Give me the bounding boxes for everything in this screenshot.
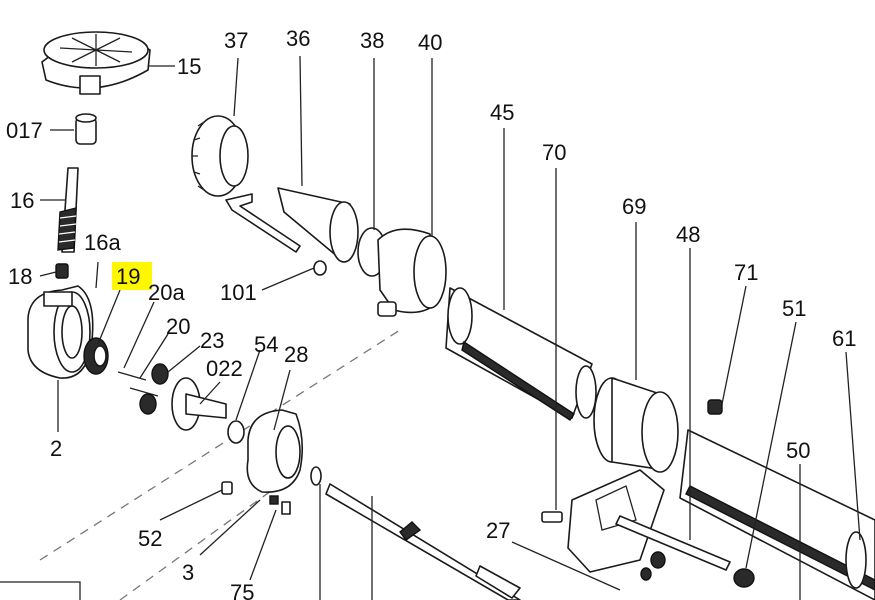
highlight-19 — [112, 262, 152, 290]
label-2: 2 — [50, 436, 62, 461]
part-28-flange — [246, 409, 304, 493]
part-16-worm-shaft — [57, 167, 79, 253]
label-45: 45 — [490, 100, 514, 125]
label-69: 69 — [622, 194, 646, 219]
label-52: 52 — [138, 526, 162, 551]
assembly-axis-line-2 — [119, 469, 301, 600]
part-2-housing — [27, 285, 94, 379]
assembly-axis-line — [39, 329, 401, 561]
part-71-nut — [707, 399, 723, 415]
label-70: 70 — [542, 140, 566, 165]
part-23-bearings — [139, 363, 169, 415]
part-19-gear — [83, 337, 109, 375]
label-27: 27 — [486, 518, 510, 543]
part-101-pin — [225, 193, 327, 276]
part-48-rod — [615, 515, 731, 571]
part-18-nut — [55, 263, 69, 279]
label-36: 36 — [286, 26, 310, 51]
part-27-shaft — [310, 466, 521, 600]
part-017-sleeve — [75, 113, 97, 145]
part-37-gear — [191, 115, 249, 197]
part-75-screw — [269, 495, 291, 515]
part-54-o-ring — [227, 420, 245, 444]
label-51: 51 — [782, 296, 806, 321]
label-40: 40 — [418, 30, 442, 55]
label-37: 37 — [224, 28, 248, 53]
part-51-nut — [733, 568, 755, 588]
label-017: 017 — [6, 118, 43, 143]
label-28: 28 — [284, 342, 308, 367]
label-71: 71 — [734, 260, 758, 285]
label-022: 022 — [206, 356, 243, 381]
label-61: 61 — [832, 326, 856, 351]
leader-lines — [39, 55, 861, 600]
label-48: 48 — [676, 222, 700, 247]
label-54: 54 — [254, 332, 278, 357]
part-61-tube — [679, 429, 875, 600]
label-15: 15 — [177, 54, 201, 79]
part-36-cone — [277, 187, 359, 263]
label-101: 101 — [220, 280, 257, 305]
label-75: 75 — [230, 580, 254, 600]
label-3: 3 — [182, 560, 194, 585]
label-18: 18 — [8, 264, 32, 289]
frame-corner — [0, 581, 81, 600]
part-70-bolt — [541, 511, 563, 523]
part-15-lid — [41, 31, 151, 95]
label-20: 20 — [166, 314, 190, 339]
part-40-nut — [377, 228, 447, 317]
part-69-collar — [593, 377, 679, 473]
part-52-screw — [221, 481, 233, 495]
label-16: 16 — [10, 188, 34, 213]
part-20-pins — [117, 371, 159, 397]
label-38: 38 — [360, 28, 384, 53]
part-small-nuts — [640, 551, 666, 581]
label-23: 23 — [200, 328, 224, 353]
label-20a: 20a — [148, 280, 185, 305]
part-45-tube — [445, 287, 597, 421]
part-022-flanged-shaft — [171, 377, 227, 431]
label-19: 19 — [116, 264, 140, 289]
label-16a: 16a — [84, 230, 121, 255]
part-bracket — [567, 469, 665, 573]
label-50: 50 — [786, 438, 810, 463]
